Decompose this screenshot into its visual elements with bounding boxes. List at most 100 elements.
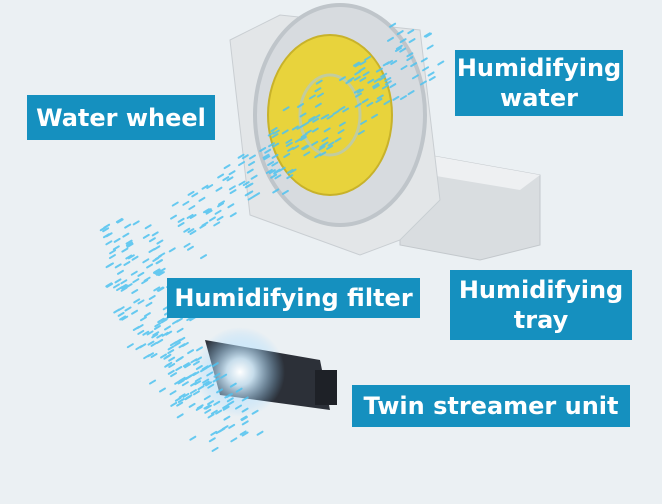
- mist-dash: [188, 205, 196, 211]
- mist-dash: [150, 353, 158, 359]
- mist-dash: [406, 56, 414, 62]
- mist-dash: [137, 299, 145, 305]
- mist-dash: [311, 140, 319, 146]
- mist-dash: [272, 188, 280, 194]
- mist-dash: [278, 166, 286, 172]
- mist-dash: [408, 38, 416, 44]
- mist-dash: [302, 145, 310, 151]
- mist-dash: [213, 221, 221, 227]
- mist-dash: [248, 161, 256, 167]
- mist-dash: [207, 400, 215, 406]
- mist-dash: [164, 353, 172, 359]
- mist-dash: [312, 117, 320, 123]
- mist-dash: [237, 153, 245, 159]
- mist-dash: [384, 80, 392, 86]
- mist-dash: [327, 141, 335, 147]
- mist-dash: [123, 260, 131, 266]
- mist-dash: [251, 409, 259, 415]
- mist-dash: [168, 247, 176, 253]
- mist-dash: [206, 184, 214, 190]
- mist-dash: [188, 402, 196, 408]
- mist-dash: [206, 371, 214, 377]
- mist-dash: [364, 55, 372, 61]
- mist-dash: [225, 393, 233, 399]
- mist-dash: [148, 248, 156, 254]
- mist-dash: [326, 114, 334, 120]
- mist-dash: [371, 113, 379, 119]
- mist-dash: [117, 311, 125, 317]
- mist-dash: [105, 240, 113, 246]
- mist-dash: [265, 168, 273, 174]
- mist-dash: [296, 124, 304, 130]
- mist-dash: [178, 343, 186, 349]
- mist-dash: [194, 377, 202, 383]
- mist-dash: [313, 114, 321, 120]
- mist-dash: [168, 362, 176, 368]
- mist-dash: [354, 102, 362, 108]
- mist-dash: [114, 278, 122, 284]
- mist-dash: [160, 353, 168, 359]
- mist-dash: [211, 446, 219, 452]
- mist-dash: [157, 271, 165, 277]
- mist-dash: [283, 153, 291, 159]
- mist-dash: [282, 106, 290, 112]
- mist-dash: [406, 52, 414, 58]
- mist-dash: [274, 174, 282, 180]
- mist-dash: [185, 374, 193, 380]
- mist-dash: [105, 263, 113, 269]
- mist-dash: [116, 286, 124, 292]
- mist-dash: [187, 349, 195, 355]
- mist-dash: [399, 47, 407, 53]
- mist-dash: [142, 258, 150, 264]
- mist-dash: [125, 239, 133, 245]
- mist-dash: [372, 84, 380, 90]
- mist-dash: [422, 66, 430, 72]
- mist-dash: [132, 220, 140, 226]
- mist-dash: [267, 160, 275, 166]
- mist-dash: [124, 306, 132, 312]
- mist-dash: [256, 430, 264, 436]
- mist-dash: [253, 192, 261, 198]
- mist-dash: [248, 154, 256, 160]
- mist-dash: [139, 316, 147, 322]
- mist-dash: [227, 203, 235, 209]
- mist-dash: [176, 327, 184, 333]
- mist-dash: [321, 137, 329, 143]
- mist-dash: [285, 138, 293, 144]
- mist-dash: [116, 269, 124, 275]
- mist-dash: [228, 423, 236, 429]
- mist-dash: [399, 38, 407, 44]
- mist-dash: [395, 44, 403, 50]
- mist-dash: [150, 341, 158, 347]
- mist-dash: [223, 164, 231, 170]
- mist-dash: [190, 358, 198, 364]
- mist-dash: [392, 95, 400, 101]
- mist-dash: [229, 189, 237, 195]
- mist-dash: [184, 363, 192, 369]
- mist-dash: [308, 94, 316, 100]
- mist-dash: [420, 57, 428, 63]
- mist-dash: [299, 135, 307, 141]
- mist-dash: [144, 224, 152, 230]
- mist-dash: [211, 362, 219, 368]
- mist-dash: [270, 126, 278, 132]
- mist-dash: [230, 437, 238, 443]
- mist-dash: [241, 407, 249, 413]
- mist-dash: [241, 154, 249, 160]
- mist-dash: [362, 71, 370, 77]
- mist-dash: [176, 356, 184, 362]
- mist-dash: [171, 201, 179, 207]
- mist-dash: [222, 176, 230, 182]
- mist-dash: [168, 356, 176, 362]
- mist-dash: [117, 306, 125, 312]
- mist-dash: [322, 113, 330, 119]
- label-humidifying-tray: Humidifying tray: [450, 270, 632, 340]
- mist-dash: [152, 331, 160, 337]
- mist-dash: [175, 365, 183, 371]
- mist-dash: [205, 209, 213, 215]
- mist-dash: [178, 336, 186, 342]
- mist-dash: [121, 247, 129, 253]
- mist-dash: [241, 396, 249, 402]
- mist-dash: [170, 401, 178, 407]
- mist-dash: [208, 216, 216, 222]
